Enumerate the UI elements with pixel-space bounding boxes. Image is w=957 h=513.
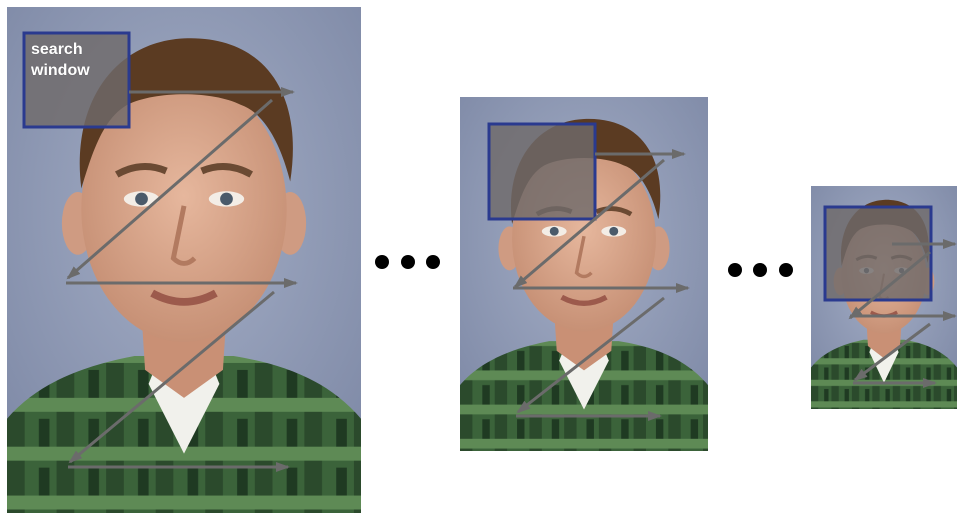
scan-path-large xyxy=(66,87,298,472)
search-window-medium xyxy=(487,122,597,221)
portrait-small xyxy=(811,186,957,409)
ellipsis-2 xyxy=(728,263,793,277)
portrait-medium xyxy=(460,97,708,451)
search-window-large xyxy=(22,31,131,129)
scan-path-small xyxy=(848,239,957,388)
search-window-label: search window xyxy=(31,41,90,79)
ellipsis-1 xyxy=(375,255,440,269)
scan-path-medium xyxy=(513,149,690,421)
search-window-small xyxy=(823,205,933,302)
portrait-large xyxy=(7,7,361,513)
